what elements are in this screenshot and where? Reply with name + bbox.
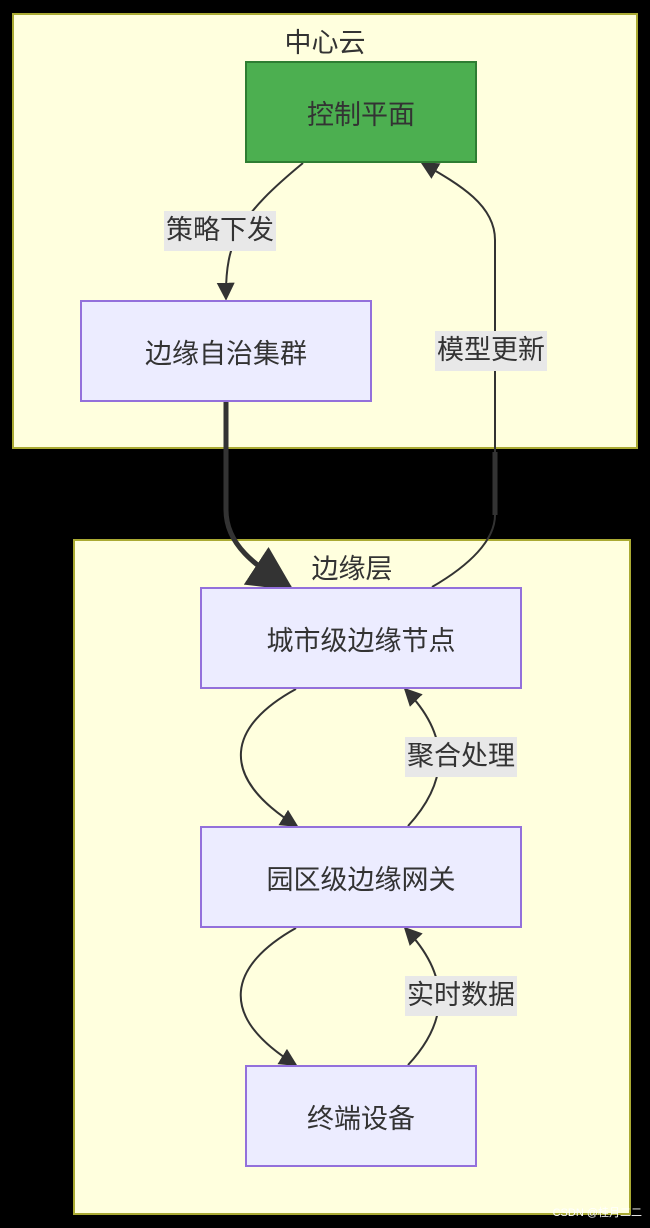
edge-park-to-terminal bbox=[239, 927, 298, 1066]
edge-label-realtime: 实时数据 bbox=[405, 976, 517, 1016]
edge-city-to-park bbox=[239, 688, 299, 827]
edge-label-model-update: 模型更新 bbox=[435, 331, 547, 371]
node-park-gateway[interactable]: 园区级边缘网关 bbox=[200, 826, 522, 928]
watermark: CSDN @桂月二二 bbox=[552, 1207, 642, 1219]
edge-model-update bbox=[420, 162, 496, 588]
node-control-plane[interactable]: 控制平面 bbox=[245, 61, 477, 163]
node-edge-cluster[interactable]: 边缘自治集群 bbox=[80, 300, 372, 402]
cluster-title-edge: 边缘层 bbox=[311, 554, 393, 585]
edge-cluster-to-city bbox=[223, 402, 294, 591]
node-city-edge[interactable]: 城市级边缘节点 bbox=[200, 587, 522, 689]
edge-label-aggregate: 聚合处理 bbox=[405, 737, 517, 777]
node-terminal[interactable]: 终端设备 bbox=[245, 1065, 477, 1167]
cluster-title-cloud: 中心云 bbox=[284, 28, 366, 59]
edge-label-policy: 策略下发 bbox=[164, 211, 276, 251]
